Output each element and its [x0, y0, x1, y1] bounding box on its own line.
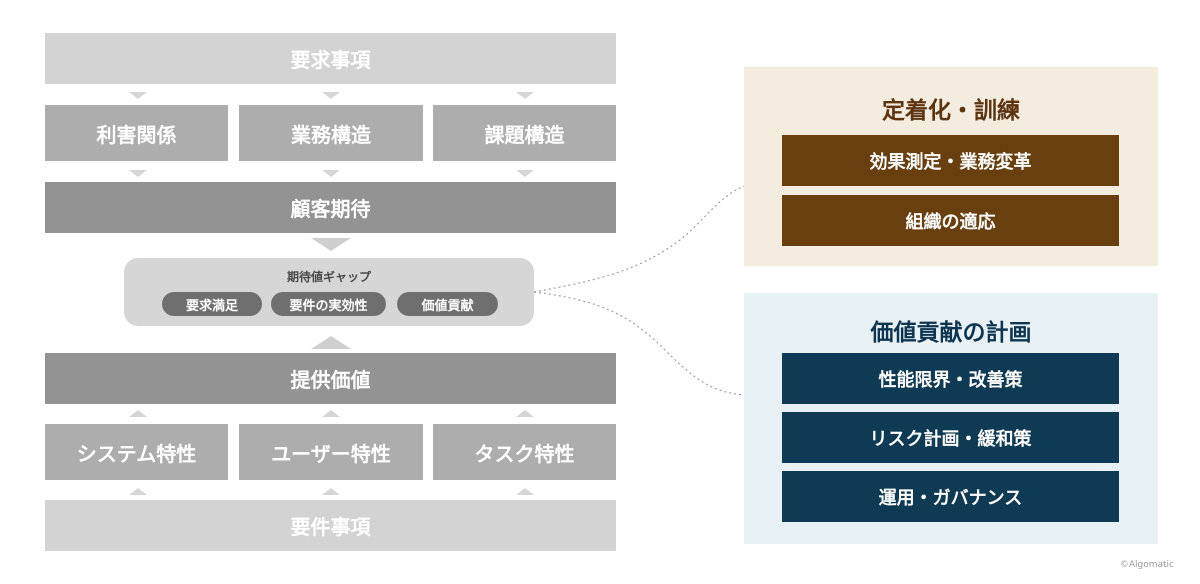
- gap-title: 期待値ギャップ: [286, 270, 371, 284]
- gap-item-value-contribution: 価値貢献: [397, 292, 498, 316]
- problem-structure-box: 課題構造: [433, 105, 616, 161]
- arrow-up: [322, 488, 340, 495]
- arrow-down: [129, 92, 147, 99]
- stakeholder-box: 利害関係: [45, 105, 228, 161]
- retention-training-panel: 定着化・訓練 効果測定・業務変革 組織の適応: [744, 67, 1158, 266]
- gap-item-requirement-effectiveness: 要件の実効性: [271, 292, 386, 316]
- panel-item-operations-governance: 運用・ガバナンス: [782, 471, 1119, 522]
- customer-expectation-box: 顧客期待: [45, 182, 616, 233]
- copyright-text: ©Algomatic: [1119, 560, 1174, 570]
- panel-item-effect-measurement: 効果測定・業務変革: [782, 135, 1119, 186]
- arrow-down: [322, 170, 340, 177]
- requirements-box: 要求事項: [45, 33, 616, 84]
- arrow-down: [129, 170, 147, 177]
- system-traits-box: システム特性: [45, 424, 228, 480]
- arrow-down: [516, 92, 534, 99]
- arrow-up: [322, 410, 340, 417]
- arrow-down-large: [311, 238, 351, 251]
- arrow-down: [516, 170, 534, 177]
- user-traits-box: ユーザー特性: [239, 424, 423, 480]
- panel-title: 価値貢献の計画: [870, 320, 1032, 346]
- arrow-up: [516, 488, 534, 495]
- business-structure-box: 業務構造: [239, 105, 423, 161]
- panel-item-org-adaptation: 組織の適応: [782, 195, 1119, 246]
- arrow-up: [129, 488, 147, 495]
- requirement-items-box: 要件事項: [45, 500, 616, 551]
- arrow-up-large: [311, 336, 351, 349]
- panel-title: 定着化・訓練: [882, 98, 1020, 124]
- gap-item-requirement-satisfaction: 要求満足: [162, 292, 262, 316]
- arrow-up: [516, 410, 534, 417]
- expectation-gap-box: 期待値ギャップ 要求満足 要件の実効性 価値貢献: [124, 258, 534, 326]
- panel-item-risk-plan: リスク計画・緩和策: [782, 412, 1119, 463]
- arrow-down: [322, 92, 340, 99]
- panel-item-performance-limits: 性能限界・改善策: [782, 353, 1119, 404]
- value-contribution-plan-panel: 価値貢献の計画 性能限界・改善策 リスク計画・緩和策 運用・ガバナンス: [744, 293, 1158, 544]
- task-traits-box: タスク特性: [433, 424, 616, 480]
- provided-value-box: 提供価値: [45, 353, 616, 404]
- arrow-up: [129, 410, 147, 417]
